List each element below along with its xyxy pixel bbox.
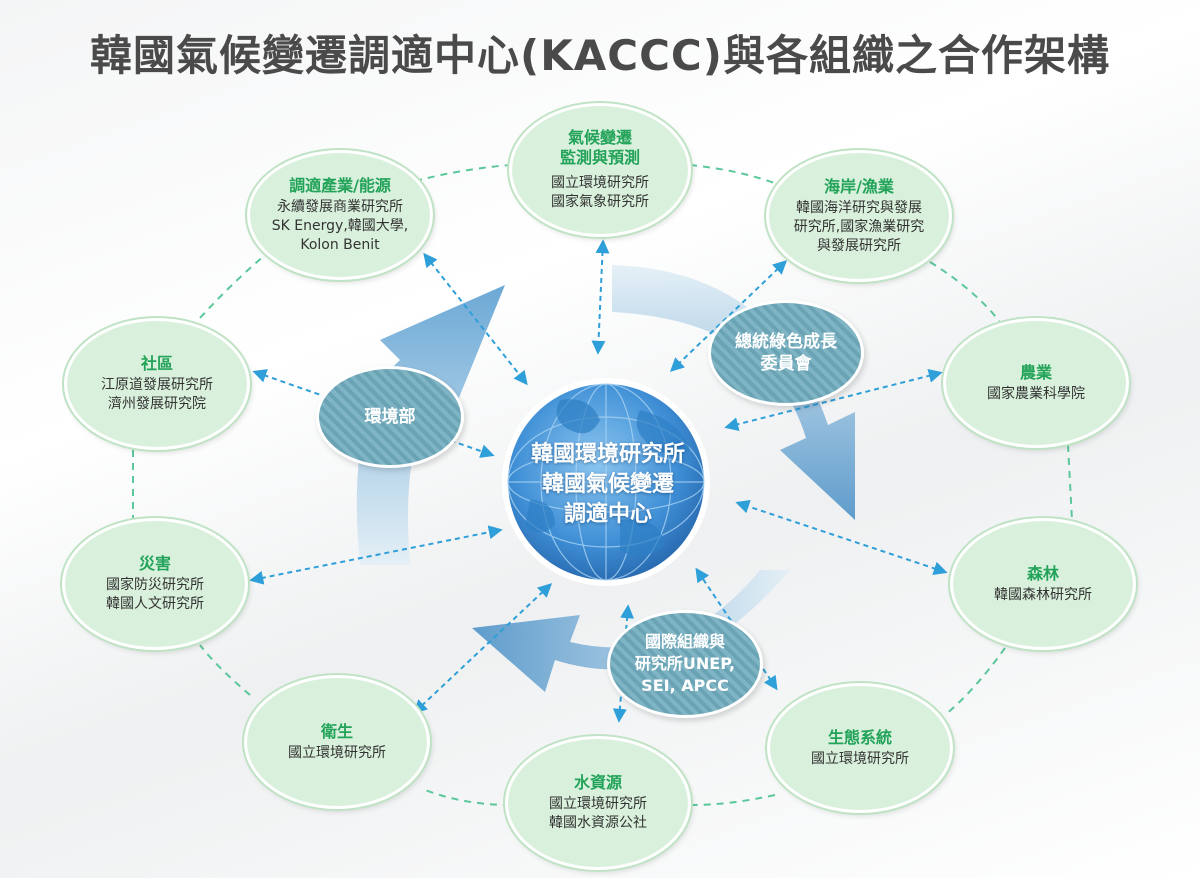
node-body: 國立環境研究所 國家氣象研究所 <box>551 175 649 210</box>
center-label: 韓國環境研究所 韓國氣候變遷 調適中心 <box>498 440 718 530</box>
center-line-2: 韓國氣候變遷 <box>541 472 674 497</box>
node-title: 水資源 <box>573 773 622 792</box>
node-body: 國立環境研究所 <box>811 750 909 767</box>
globe-icon <box>502 378 710 586</box>
node-forest: 森林 韓國森林研究所 <box>950 518 1136 650</box>
node-water: 水資源 國立環境研究所 韓國水資源公社 <box>505 736 691 870</box>
node-title: 農業 <box>1019 362 1052 382</box>
node-health: 衛生 國立環境研究所 <box>244 675 430 809</box>
node-body: 國家農業科學院 <box>987 385 1085 402</box>
node-community: 社區 江原道發展研究所 濟州發展研究院 <box>64 318 250 450</box>
node-body: 永續發展商業研究所 SK Energy,韓國大學, Kolon Benit <box>271 198 409 253</box>
node-title: 衛生 <box>320 721 353 741</box>
agency-ministry-of-environment: 環境部 <box>316 366 464 468</box>
node-industry: 調適產業/能源 永續發展商業研究所 SK Energy,韓國大學, Kolon … <box>247 150 433 280</box>
node-monitoring: 氣候變遷 監測與預測 國立環境研究所 國家氣象研究所 <box>509 103 691 237</box>
center-line-1: 韓國環境研究所 <box>530 442 685 467</box>
node-body: 國家防災研究所 韓國人文研究所 <box>106 577 204 612</box>
node-agriculture: 農業 國家農業科學院 <box>943 318 1129 448</box>
node-title: 社區 <box>140 354 173 373</box>
node-title: 調適產業/能源 <box>289 175 391 195</box>
node-body: 江原道發展研究所 濟州發展研究院 <box>101 377 213 412</box>
node-body: 韓國森林研究所 <box>994 586 1092 603</box>
node-coast: 海岸/漁業 韓國海洋研究與發展 研究所,國家漁業研究 與發展研究所 <box>766 150 952 282</box>
center-line-3: 調適中心 <box>563 502 652 527</box>
node-title: 氣候變遷 監測與預測 <box>559 128 640 167</box>
node-ecosystem: 生態系統 國立環境研究所 <box>767 683 953 813</box>
agency-green-growth-committee: 總統綠色成長 委員會 <box>708 300 864 406</box>
node-title: 海岸/漁業 <box>824 176 894 196</box>
node-title: 森林 <box>1026 563 1059 583</box>
node-title: 災害 <box>138 554 171 573</box>
node-body: 國立環境研究所 <box>288 744 386 761</box>
outer-ring <box>132 164 1073 806</box>
node-disaster: 災害 國家防災研究所 韓國人文研究所 <box>62 518 248 650</box>
agency-international-orgs: 國際組織與 研究所UNEP, SEI, APCC <box>607 610 763 718</box>
node-body: 韓國海洋研究與發展 研究所,國家漁業研究 與發展研究所 <box>793 199 925 254</box>
node-body: 國立環境研究所 韓國水資源公社 <box>549 796 647 831</box>
page-title: 韓國氣候變遷調適中心(KACCC)與各組織之合作架構 <box>90 31 1110 80</box>
node-title: 生態系統 <box>827 727 892 747</box>
